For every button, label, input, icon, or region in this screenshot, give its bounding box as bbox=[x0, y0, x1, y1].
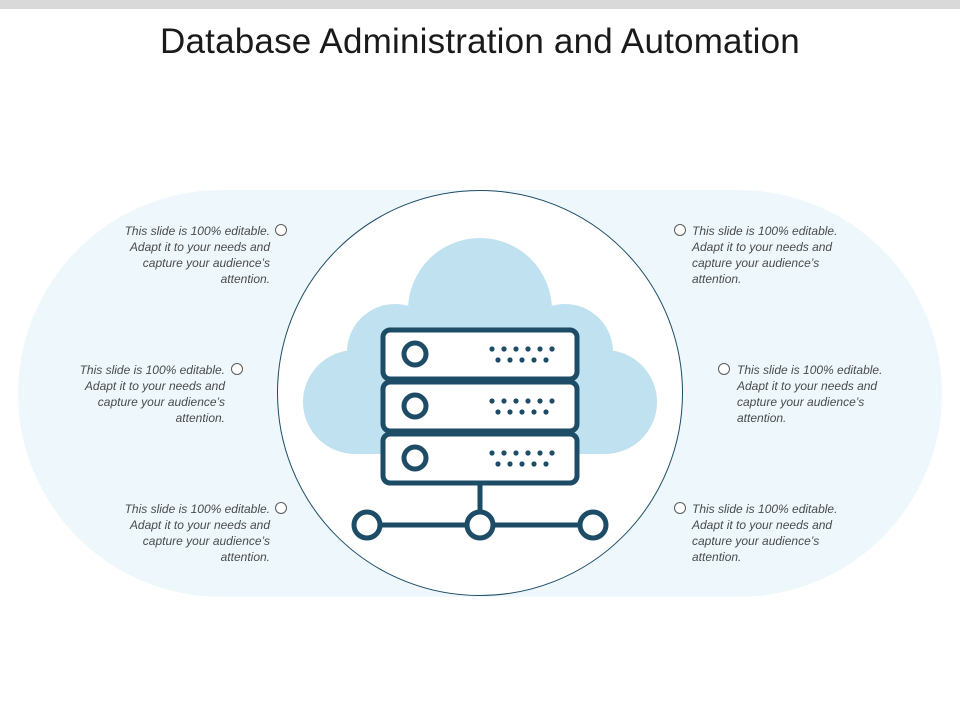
server-knob-3 bbox=[401, 444, 429, 472]
network-node-right bbox=[577, 509, 609, 541]
server-knobs bbox=[401, 340, 429, 472]
server-stack-icon bbox=[380, 327, 580, 486]
note-right-2: This slide is 100% editable. Adapt it to… bbox=[737, 363, 883, 425]
note-left-2: This slide is 100% editable. Adapt it to… bbox=[79, 363, 225, 425]
circle-marker-icon bbox=[674, 502, 686, 514]
note-right-1: This slide is 100% editable. Adapt it to… bbox=[692, 224, 838, 286]
slide-title: Database Administration and Automation bbox=[160, 22, 800, 61]
note-left-3: This slide is 100% editable. Adapt it to… bbox=[124, 502, 270, 564]
circle-marker-icon bbox=[275, 224, 287, 236]
server-knob-2 bbox=[401, 392, 429, 420]
circle-marker-icon bbox=[718, 363, 730, 375]
network-node-center bbox=[464, 509, 496, 541]
server-knob-1 bbox=[401, 340, 429, 368]
circle-marker-icon bbox=[231, 363, 243, 375]
note-left-1: This slide is 100% editable. Adapt it to… bbox=[124, 224, 270, 286]
server-unit-2 bbox=[380, 379, 580, 434]
note-right-3: This slide is 100% editable. Adapt it to… bbox=[692, 502, 838, 564]
network-node-left bbox=[351, 509, 383, 541]
network-nodes bbox=[351, 509, 609, 541]
network-connector bbox=[380, 485, 580, 528]
server-unit-1 bbox=[380, 327, 580, 382]
top-decorative-strip bbox=[0, 0, 960, 9]
circle-marker-icon bbox=[674, 224, 686, 236]
cloud-server-network-icon bbox=[303, 238, 657, 541]
server-vent-dots bbox=[489, 346, 555, 467]
circle-marker-icon bbox=[275, 502, 287, 514]
server-unit-3 bbox=[380, 431, 580, 486]
